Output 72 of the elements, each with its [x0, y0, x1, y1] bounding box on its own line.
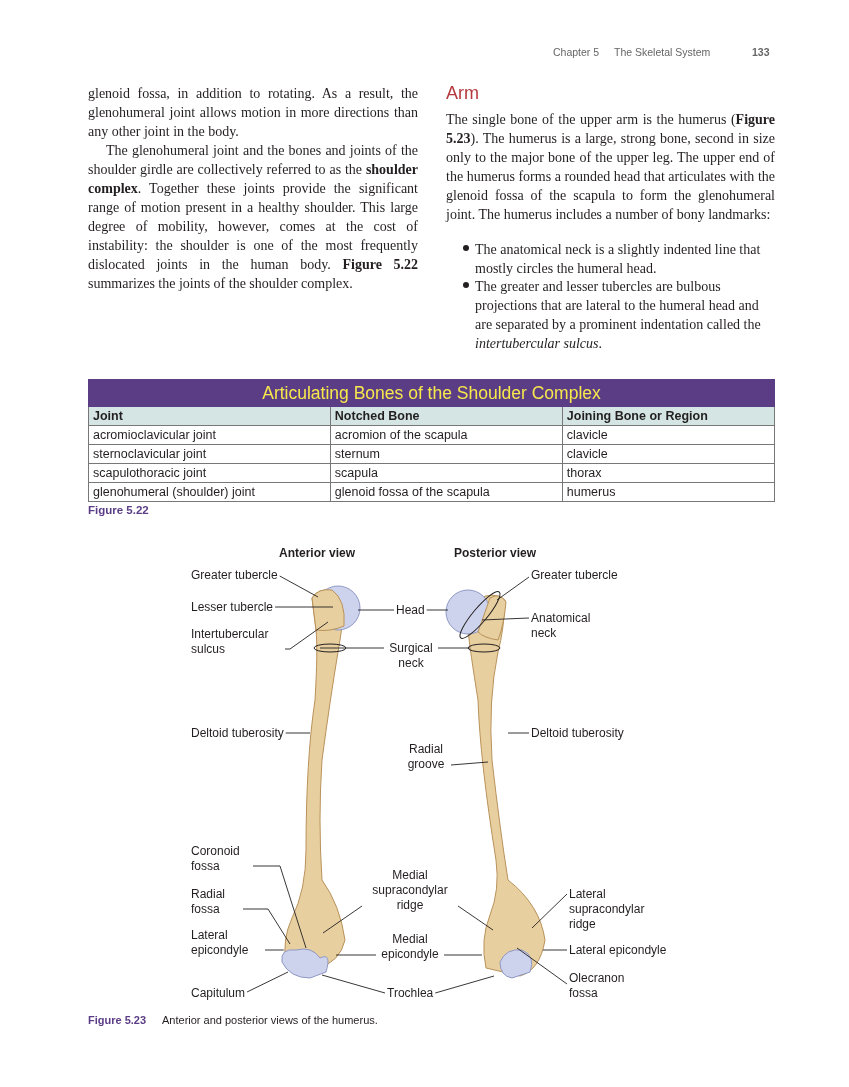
- table-cell: acromion of the scapula: [330, 425, 563, 445]
- body-text: The greater and lesser tubercles are bulbous projections that are lateral to the humeral head and are separated by a prominent indentation called the intertubercular sulcus.: [475, 278, 762, 353]
- figure-label: Figure 5.23: [88, 1014, 147, 1026]
- table-cell: scapulothoracic joint: [88, 463, 331, 483]
- leader-line: [322, 905, 363, 934]
- leader-line: [426, 609, 449, 611]
- callout-label: Anatomical neck: [531, 611, 603, 641]
- leader-line: [285, 732, 311, 734]
- leader-line: [516, 947, 568, 985]
- leader-line: [457, 905, 494, 931]
- figure-label: Figure 5.22: [88, 504, 149, 516]
- leader-line: [542, 949, 568, 951]
- table-cell: clavicle: [562, 425, 775, 445]
- callout-label: Capitulum: [191, 986, 246, 1001]
- section-heading: Arm: [446, 83, 479, 104]
- table-cell: humerus: [562, 482, 775, 502]
- leader-line: [507, 732, 530, 734]
- callout-label: Radial groove: [403, 742, 449, 772]
- callout-label: Coronoid fossa: [191, 844, 251, 874]
- leader-line: [279, 575, 319, 598]
- body-text: The glenohumeral joint and the bones and joints of the shoulder girdle are collectively referred to as the shoulder complex. Together these joints provide the significant range of motion present in a healthy shoulder. This large degree of mobility, however, comes at the cost of instability: the shoulder is one of the most frequently dislocated joints in the human body. Figure 5.22 summarizes the joints of the shoulder complex.: [88, 142, 418, 293]
- callout-label: Lesser tubercle: [191, 600, 274, 615]
- leader-line: [242, 908, 291, 945]
- callout-label: Radial fossa: [191, 887, 241, 917]
- leader-line: [321, 974, 386, 994]
- leader-line: [450, 761, 489, 766]
- leader-line: [443, 954, 483, 956]
- leader-line: [264, 949, 285, 951]
- body-text: The single bone of the upper arm is the humerus (Figure 5.23). The humerus is a large, strong bone, second in size only to the major bone of the upper leg. The upper end of the humerus forms a rounded head that articulates with the glenoid fossa of the scapula to form the glenohumeral joint. The humerus includes a number of bony landmarks:: [446, 111, 775, 224]
- leader-line: [481, 617, 530, 621]
- body-text: glenoid fossa, in addition to rotating. As a result, the glenohumeral joint allows motion in more directions than any other joint in the body.: [88, 85, 418, 141]
- leader-line: [252, 865, 307, 949]
- callout-label: Lateral epicondyle: [569, 943, 667, 958]
- leader-line: [357, 609, 395, 611]
- callout-label: Intertubercular sulcus: [191, 627, 283, 657]
- leader-line: [246, 971, 289, 993]
- callout-label: Greater tubercle: [531, 568, 618, 583]
- figure-caption: Anterior and posterior views of the humerus.: [162, 1014, 378, 1026]
- table-cell: glenoid fossa of the scapula: [330, 482, 563, 502]
- callout-label: Surgical neck: [386, 641, 436, 671]
- page-number: 133: [752, 46, 770, 58]
- running-head: The Skeletal System: [614, 46, 711, 58]
- callout-label: Medial epicondyle: [378, 932, 442, 962]
- leader-line: [274, 606, 334, 608]
- callout-label: Deltoid tuberosity: [531, 726, 624, 741]
- leader-line: [434, 975, 495, 994]
- leader-line: [531, 893, 568, 929]
- view-title: Anterior view: [279, 546, 356, 560]
- table-cell: acromioclavicular joint: [88, 425, 331, 445]
- table-cell: sternum: [330, 444, 563, 464]
- callout-label: Deltoid tuberosity: [191, 726, 284, 741]
- leader-line: [437, 647, 471, 649]
- table-cell: thorax: [562, 463, 775, 483]
- table-cell: glenohumeral (shoulder) joint: [88, 482, 331, 502]
- leader-line: [335, 954, 377, 956]
- callout-label: Olecranon fossa: [569, 971, 633, 1001]
- table-cell: clavicle: [562, 444, 775, 464]
- callout-label: Trochlea: [387, 986, 434, 1001]
- table-cell: sternoclavicular joint: [88, 444, 331, 464]
- leader-line: [319, 647, 385, 649]
- callout-label: Lateral supracondylar ridge: [569, 887, 665, 932]
- callout-label: Greater tubercle: [191, 568, 278, 583]
- running-head: Chapter 5: [553, 46, 600, 58]
- leader-line: [284, 621, 329, 650]
- view-title: Posterior view: [454, 546, 537, 560]
- table-title: Articulating Bones of the Shoulder Complex: [88, 379, 775, 407]
- callout-label: Head: [396, 603, 425, 618]
- leader-line: [496, 576, 530, 601]
- callout-label: Medial supracondylar ridge: [364, 868, 456, 913]
- callout-label: Lateral epicondyle: [191, 928, 263, 958]
- body-text: The anatomical neck is a slightly indented line that mostly circles the humeral head.: [475, 241, 762, 278]
- table-cell: scapula: [330, 463, 563, 483]
